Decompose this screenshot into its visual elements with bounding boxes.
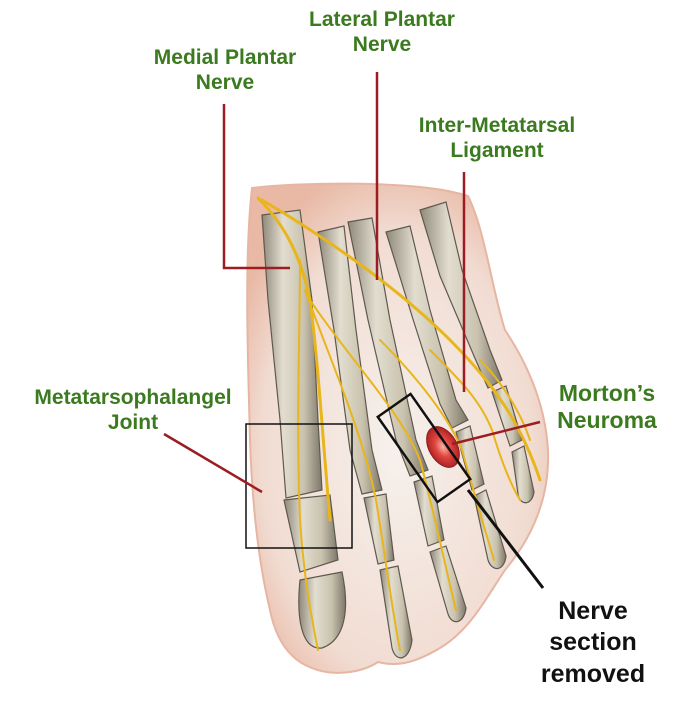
bone-distal-phalanx-5: [511, 445, 535, 504]
label-line: Nerve: [558, 597, 628, 625]
leader-mortons-neuroma: [451, 420, 541, 446]
label-line: Neuroma: [557, 407, 657, 434]
label-line: Nerve: [352, 32, 412, 56]
mortons-neuroma-label: Morton’s Neuroma: [538, 380, 676, 434]
medial-plantar-nerve-label: Medial Plantar Nerve: [130, 46, 320, 96]
leader-mtp-joint: [163, 432, 263, 494]
nerve-branch-1: [297, 259, 319, 651]
leader-nerve-section: [466, 489, 545, 589]
leader-lines: [163, 72, 541, 494]
foot-bones: [261, 201, 535, 659]
bone-distal-phalanx-2: [379, 565, 413, 659]
nerve-digital-5: [479, 359, 531, 441]
bone-metatarsal-4: [385, 225, 469, 429]
label-line: section: [549, 628, 637, 657]
lateral-plantar-nerve-label: Lateral Plantar Nerve: [282, 8, 482, 58]
mortons-neuroma-lesion: [426, 426, 460, 468]
bone-metatarsal-2: [317, 225, 383, 495]
label-line: Nerve: [195, 70, 255, 94]
label-line: Metatarsophalangel: [34, 386, 232, 409]
label-line: Medial Plantar: [153, 46, 297, 69]
nerve-medial-trunk: [256, 196, 332, 522]
nerve-section-callout-box: [376, 392, 472, 504]
label-line: Joint: [107, 410, 159, 434]
nerve-branch-4: [379, 339, 495, 561]
bone-proximal-phalanx-2: [363, 493, 395, 565]
nerve-section-removed-label: Nerve section removed: [508, 596, 678, 690]
plantar-nerves: [256, 196, 542, 651]
bone-distal-phalanx-3: [429, 545, 467, 623]
bone-distal-phalanx-1: [298, 571, 347, 649]
mtp-joint-callout-box: [245, 423, 353, 549]
label-line: Lateral Plantar: [309, 8, 455, 31]
bone-metatarsal-5: [419, 201, 503, 389]
label-line: Ligament: [450, 138, 544, 162]
label-line: Morton’s: [558, 380, 656, 406]
nerve-lateral-trunk: [260, 198, 542, 482]
nerve-branch-3: [309, 299, 457, 611]
nerve-branch-2: [304, 289, 401, 651]
label-line: Inter-Metatarsal: [418, 114, 576, 137]
nerve-branch-5: [429, 349, 521, 501]
metatarsophalangeal-joint-label: Metatarsophalangel Joint: [2, 386, 264, 436]
label-line: removed: [540, 659, 646, 688]
bone-proximal-phalanx-5: [491, 385, 523, 447]
inter-metatarsal-ligament-label: Inter-Metatarsal Ligament: [392, 114, 602, 164]
leader-medial-plantar: [222, 104, 290, 270]
